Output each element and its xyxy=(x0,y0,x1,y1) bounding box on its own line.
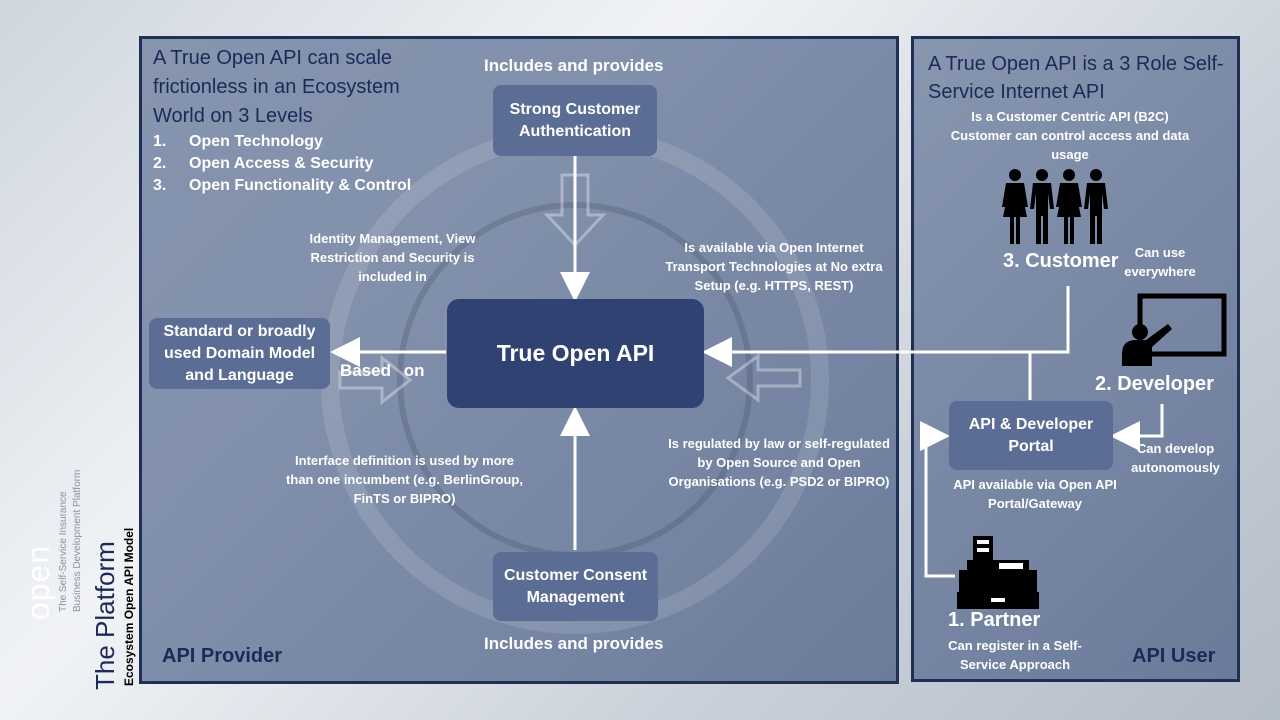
note-identity: Identity Management, View Restriction an… xyxy=(309,231,476,284)
api-provider-label: API Provider xyxy=(162,645,283,667)
connector-partner-portal xyxy=(920,421,955,578)
api-developer-portal-box: API & Developer Portal xyxy=(949,401,1113,470)
levels-list: 1.Open Technology 2.Open Access & Securi… xyxy=(153,131,443,197)
api-user-label: API User xyxy=(1132,645,1216,667)
portal-description: API available via Open API Portal/Gatewa… xyxy=(953,477,1117,511)
can-develop-note: Can develop autonomously xyxy=(1131,441,1220,475)
watermark-arrow-top xyxy=(543,173,607,248)
developer-presenting-icon xyxy=(1122,293,1227,366)
watermark-arrow-left xyxy=(338,354,413,406)
customer-consent-management-box: Customer Consent Management xyxy=(493,552,658,621)
level-item: 3.Open Functionality & Control xyxy=(153,177,412,194)
true-open-api-box: True Open API xyxy=(447,299,704,408)
strong-customer-authentication-box: Strong Customer Authentication xyxy=(493,85,657,156)
partner-label: 1. Partner xyxy=(948,609,1041,631)
cash-register-icon xyxy=(957,536,1039,609)
partner-description: Can register in a Self-Service Approach xyxy=(948,638,1082,672)
watermark-arrow-right xyxy=(725,353,802,403)
domain-model-box: Standard or broadly used Domain Model an… xyxy=(149,318,330,389)
developer-label: 2. Developer xyxy=(1095,373,1214,395)
includes-bottom-label: Includes and provides xyxy=(484,634,664,653)
provider-title: A True Open API can scale frictionless i… xyxy=(153,47,400,127)
connector-developer-portal xyxy=(1110,404,1164,451)
customers-group-icon xyxy=(1002,169,1108,244)
includes-top-label: Includes and provides xyxy=(484,56,664,75)
level-item: 1.Open Technology xyxy=(153,133,323,150)
connector-customer-portal xyxy=(1028,286,1070,400)
can-use-note: Can use everywhere xyxy=(1124,245,1196,279)
customer-description: Is a Customer Centric API (B2C) Customer… xyxy=(950,109,1190,162)
note-transport: Is available via Open Internet Transport… xyxy=(665,240,883,293)
based-on-label: Based on xyxy=(340,361,425,380)
customer-label: 3. Customer xyxy=(1003,250,1119,272)
note-regulated: Is regulated by law or self-regulated by… xyxy=(668,436,890,489)
user-title: A True Open API is a 3 Role Self-Service… xyxy=(928,53,1224,103)
note-interface: Interface definition is used by more tha… xyxy=(286,453,523,506)
level-item: 2.Open Access & Security xyxy=(153,155,374,172)
